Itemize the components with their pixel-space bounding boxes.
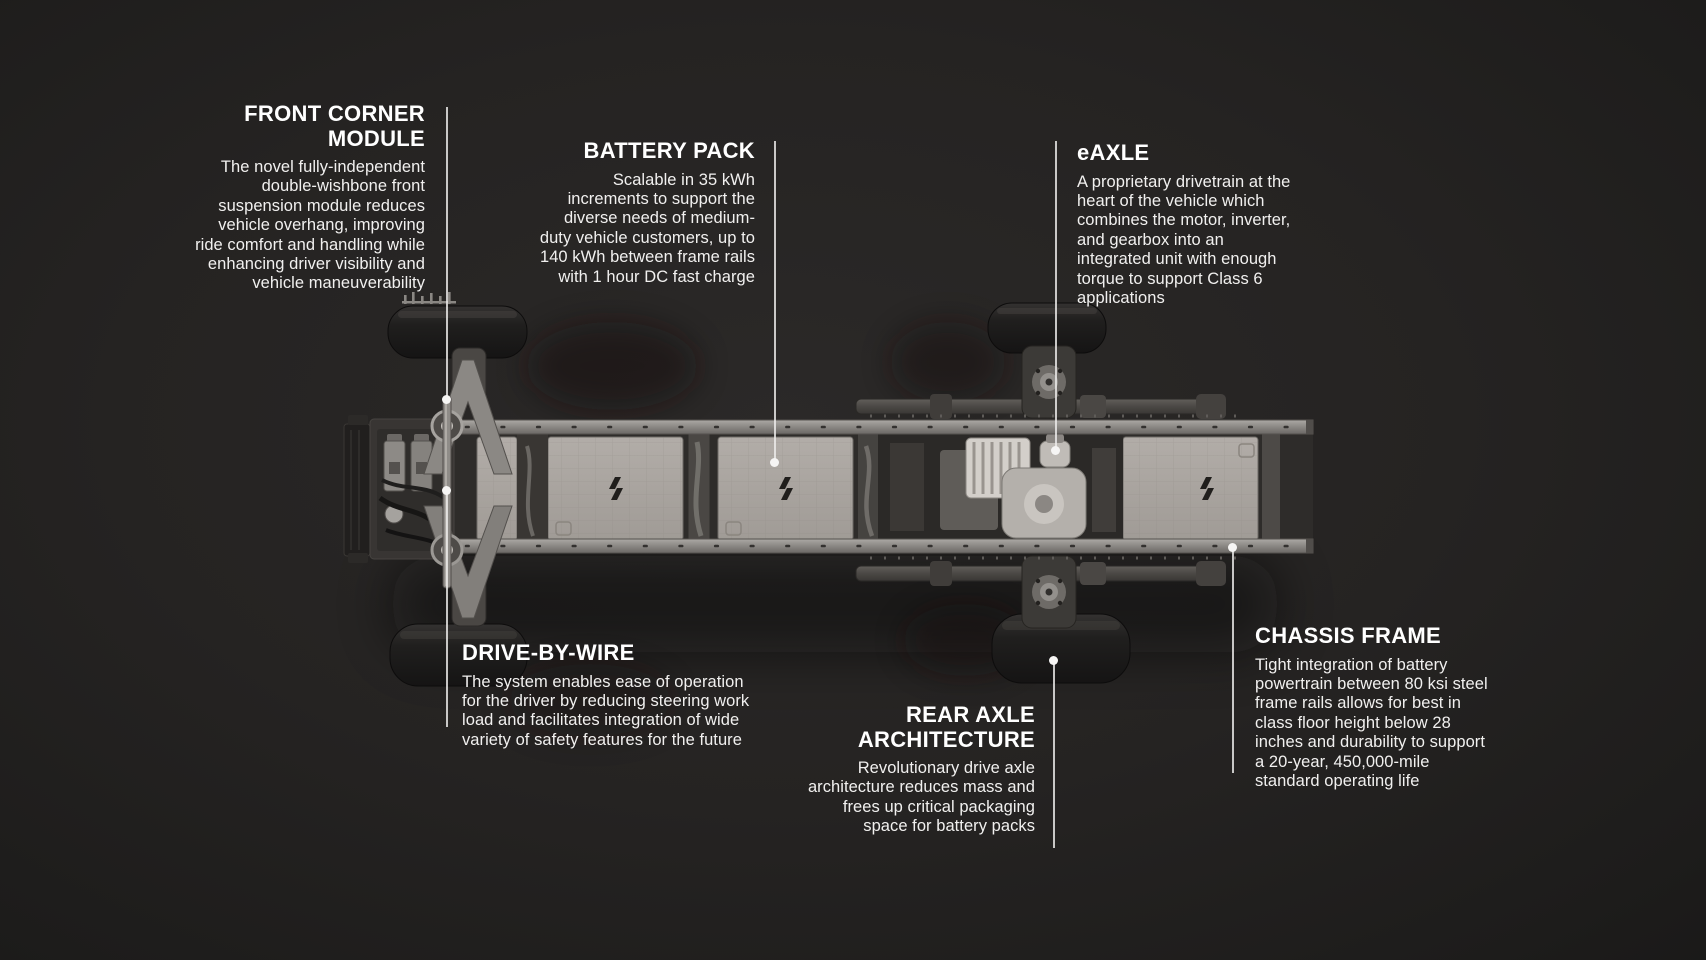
callout-body: A proprietary drivetrain at the heart of… — [1077, 172, 1291, 307]
flame-brand-icon — [779, 477, 793, 500]
callout-rear-axle-architecture: REAR AXLE ARCHITECTURE Revolutionary dri… — [695, 702, 1035, 837]
leader-line-front-corner-module — [445, 107, 448, 399]
leader-line-eaxle — [1054, 141, 1057, 450]
leader-dot-drive-by-wire — [442, 486, 451, 495]
leader-line-battery-pack — [773, 141, 776, 462]
battery-packs — [476, 436, 1259, 541]
battery-pack-3 — [1122, 436, 1259, 541]
callout-heading: BATTERY PACK — [583, 138, 755, 163]
frame-rails — [451, 414, 1314, 560]
callout-body: Revolutionary drive axle architecture re… — [807, 759, 1035, 836]
leader-line-chassis-frame — [1231, 547, 1234, 773]
callout-heading: DRIVE-BY-WIRE — [462, 640, 635, 665]
leader-line-rear-axle — [1052, 660, 1055, 848]
leader-dot-rear-axle — [1049, 656, 1058, 665]
callout-battery-pack: BATTERY PACK Scalable in 35 kWh incremen… — [415, 138, 755, 287]
battery-pack-2 — [717, 436, 854, 541]
frame-rail-bottom — [451, 538, 1314, 554]
callout-drive-by-wire: DRIVE-BY-WIRE The system enables ease of… — [462, 640, 842, 750]
callout-body: Scalable in 35 kWh increments to support… — [539, 170, 755, 286]
callout-chassis-frame: CHASSIS FRAME Tight integration of batte… — [1255, 623, 1595, 791]
bolt-comb — [402, 292, 456, 304]
flame-brand-icon — [609, 477, 623, 500]
callout-heading: eAXLE — [1077, 140, 1150, 165]
rear-hub-top — [1021, 345, 1077, 419]
callout-heading: FRONT CORNER MODULE — [244, 101, 425, 151]
rear-axle-assembly — [855, 345, 1226, 629]
frame-rail-top — [451, 419, 1314, 435]
leader-dot-battery-pack — [770, 458, 779, 467]
callout-body: The novel fully-independent double-wishb… — [195, 158, 425, 293]
flame-brand-icon — [1200, 477, 1214, 500]
callout-eaxle: eAXLE A proprietary drivetrain at the he… — [1077, 140, 1417, 308]
callout-front-corner-module: FRONT CORNER MODULE The novel fully-inde… — [45, 101, 425, 294]
leader-dot-eaxle — [1051, 446, 1060, 455]
leader-dot-chassis-frame — [1228, 543, 1237, 552]
leader-line-drive-by-wire — [445, 490, 448, 727]
callout-heading: REAR AXLE ARCHITECTURE — [857, 702, 1035, 752]
tires — [387, 302, 1131, 687]
battery-pack-1 — [547, 436, 684, 541]
callout-heading: CHASSIS FRAME — [1255, 623, 1442, 648]
callout-body: The system enables ease of operation for… — [462, 672, 750, 749]
callout-body: Tight integration of battery powertrain … — [1255, 655, 1488, 790]
eaxle-drive-unit — [878, 433, 1123, 541]
leader-dot-front-corner-module — [442, 395, 451, 404]
rear-hub-bottom — [1021, 555, 1077, 629]
